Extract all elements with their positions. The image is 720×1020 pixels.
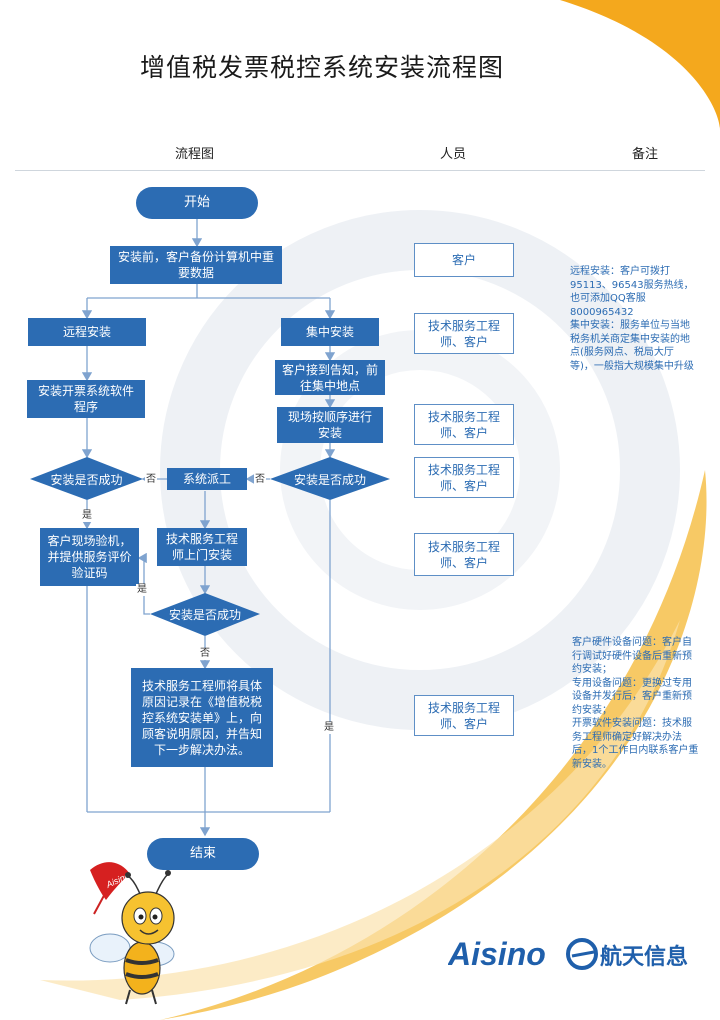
edge-label-yes-left: 是 — [81, 510, 93, 522]
column-header-person: 人员 — [440, 147, 467, 162]
logo-wordmark: Aisino — [448, 936, 546, 972]
decision-diamond-mid — [150, 593, 260, 636]
edge-label-yes-right: 是 — [323, 722, 335, 734]
column-header-remark: 备注 — [632, 147, 659, 162]
person-box-record: 技术服务工程师、客户 — [414, 695, 514, 736]
person-box-decision: 技术服务工程师、客户 — [414, 457, 514, 498]
engineer-visit-step: 技术服务工程师上门安装 — [157, 528, 247, 566]
record-reason-step: 技术服务工程师将具体原因记录在《增值税税控系统安装单》上，向顾客说明原因，并告知… — [131, 668, 273, 767]
edge-label-no-mid: 否 — [199, 648, 211, 660]
edge-label-no-left: 否 — [145, 474, 157, 486]
install-method-note: 远程安装：客户可拨打95113、96543服务热线，也可添加QQ客服800096… — [570, 266, 694, 372]
backup-step: 安装前，客户备份计算机中重要数据 — [110, 246, 282, 284]
edge-label-yes-mid: 是 — [136, 584, 148, 596]
remote-install-step: 远程安装 — [28, 318, 146, 346]
central-install-step: 集中安装 — [281, 318, 379, 346]
decision-mid-label: 安装是否成功 — [168, 608, 241, 622]
column-header-flow: 流程图 — [175, 147, 215, 162]
aisino-logo: Aisino 航天信息 — [448, 936, 688, 972]
verify-step: 客户现场验机，并提供服务评价验证码 — [40, 528, 139, 586]
decision-diamond-left — [30, 457, 143, 500]
decision-right-label: 安装是否成功 — [293, 473, 366, 487]
header-divider — [15, 170, 705, 171]
decision-left-label: 安装是否成功 — [50, 473, 123, 487]
queue-install-step: 现场按顺序进行安装 — [277, 407, 383, 443]
start-node: 开始 — [136, 187, 258, 219]
person-box-queue: 技术服务工程师、客户 — [414, 404, 514, 445]
problem-handling-note: 客户硬件设备问题：客户自行调试好硬件设备后重新预约安装； 专用设备问题：更换过专… — [572, 637, 699, 770]
bee-mascot-icon: Aisino — [89, 862, 175, 1005]
page-title: 增值税发票税控系统安装流程图 — [140, 53, 505, 82]
person-box-customer: 客户 — [414, 243, 514, 277]
logo-cn-name: 航天信息 — [600, 944, 688, 970]
notified-step: 客户接到告知，前往集中地点 — [275, 360, 385, 395]
person-box-central: 技术服务工程师、客户 — [414, 313, 514, 354]
person-box-visit: 技术服务工程师、客户 — [414, 533, 514, 576]
end-node: 结束 — [147, 838, 259, 870]
dispatch-step: 系统派工 — [167, 468, 247, 490]
install-software-step: 安装开票系统软件程序 — [27, 380, 145, 418]
decision-diamond-right — [270, 457, 390, 500]
edge-label-no-right: 否 — [254, 474, 266, 486]
